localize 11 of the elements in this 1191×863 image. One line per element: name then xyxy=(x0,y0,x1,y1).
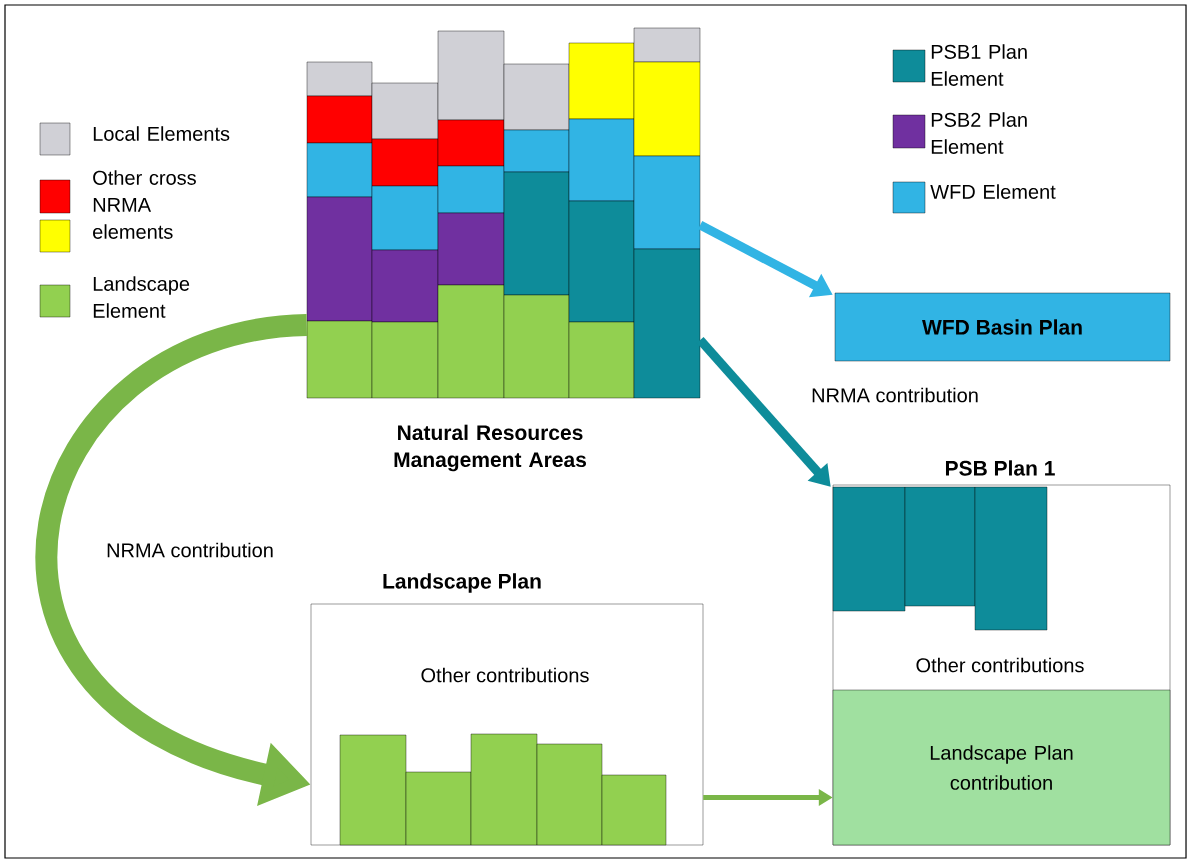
plan-box: WFD Basin Plan xyxy=(834,292,1171,362)
legend-label: Local Elements xyxy=(93,126,230,141)
bar-chart-caption: Natural Resources Management Areas xyxy=(394,424,586,472)
legend-label: Landscape Element xyxy=(93,276,190,318)
legend-label: PSB1 Plan Element xyxy=(931,44,1027,86)
contribution-band: Landscape Plan contribution xyxy=(832,689,1171,846)
edge-label: NRMA contribution xyxy=(809,385,981,405)
legend-label: WFD Element xyxy=(930,184,1056,199)
legend-label: Other cross NRMA elements xyxy=(93,170,196,239)
legend-label: PSB2 Plan Element xyxy=(931,112,1027,154)
edge-label: NRMA contribution xyxy=(104,540,276,560)
